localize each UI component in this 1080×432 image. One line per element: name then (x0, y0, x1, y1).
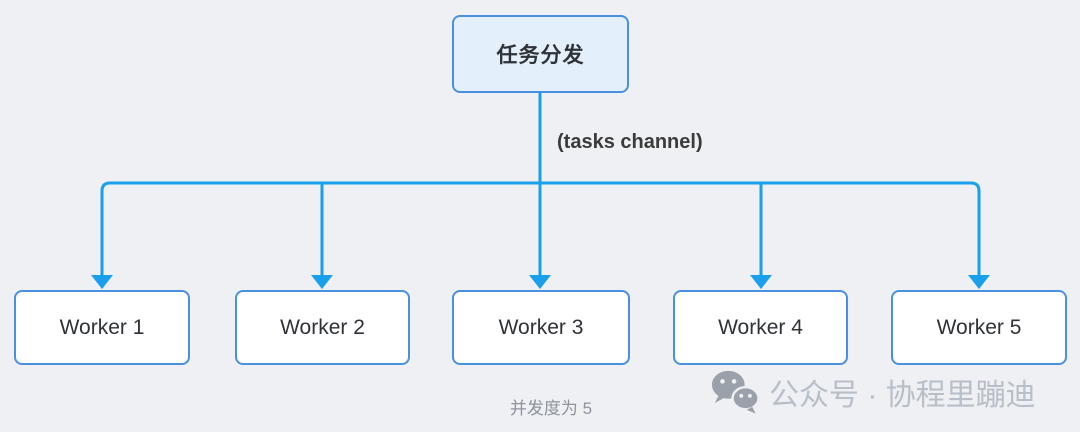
watermark: 公众号 · 协程里蹦迪 (710, 368, 1036, 415)
node-worker-3: Worker 3 (452, 290, 630, 365)
arrowhead-1 (91, 275, 113, 289)
connector-drop-5 (970, 181, 981, 276)
node-worker-4-label: Worker 4 (718, 315, 803, 339)
node-worker-4: Worker 4 (673, 290, 848, 365)
arrowhead-2 (311, 275, 333, 289)
arrowhead-5 (968, 275, 990, 289)
node-worker-2-label: Worker 2 (280, 315, 365, 339)
node-worker-1: Worker 1 (14, 290, 190, 365)
node-worker-2: Worker 2 (235, 290, 410, 365)
wechat-icon (711, 370, 760, 414)
arrowhead-3 (529, 275, 551, 289)
node-worker-5-label: Worker 5 (936, 315, 1022, 339)
watermark-text: 公众号 · 协程里蹦迪 (769, 378, 1036, 412)
node-worker-3-label: Worker 3 (498, 315, 584, 339)
connector-drop-1 (100, 181, 111, 276)
node-task-dispatch-label: 任务分发 (496, 44, 585, 67)
node-worker-1-label: Worker 1 (59, 315, 145, 339)
node-task-dispatch: 任务分发 (452, 15, 629, 93)
arrowhead-4 (750, 275, 772, 289)
concurrency-caption: 并发度为 5 (509, 399, 593, 418)
node-worker-5: Worker 5 (891, 290, 1067, 365)
tasks-channel-label: (tasks channel) (557, 131, 703, 153)
